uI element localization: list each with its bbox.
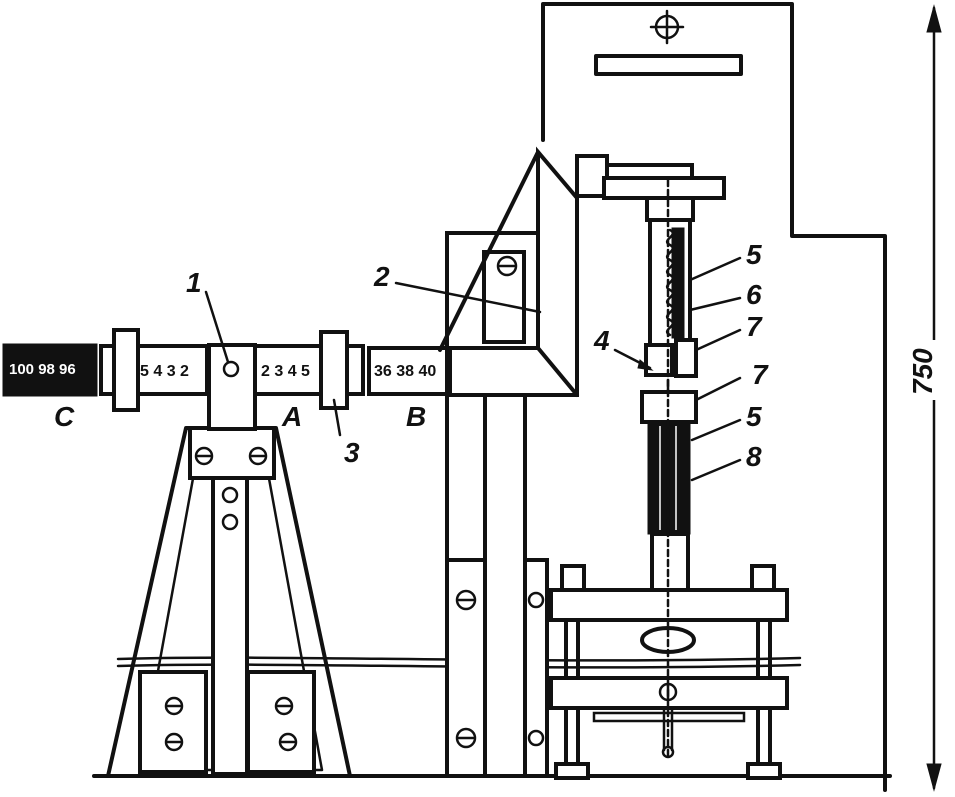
middle-column xyxy=(445,231,549,778)
scale-b xyxy=(367,346,461,396)
scale-label-b: B xyxy=(406,401,426,432)
scale-bar: 100 98 96 5 4 3 2 2 3 4 5 36 38 40 xyxy=(2,328,461,412)
callout-7-upper: 7 xyxy=(746,311,763,342)
scale-a-text: 2 3 4 5 xyxy=(261,363,310,380)
callout-2: 2 xyxy=(373,261,390,292)
left-stand xyxy=(106,343,352,778)
callout-8: 8 xyxy=(746,441,762,472)
scale-a xyxy=(253,344,323,396)
callout-7-lower: 7 xyxy=(752,359,769,390)
callout-5-lower: 5 xyxy=(746,401,762,432)
clamp-assembly xyxy=(549,178,789,780)
scale-letters: C A B xyxy=(54,401,426,432)
leader-lines xyxy=(204,256,742,482)
callout-4: 4 xyxy=(593,325,610,356)
callout-5-upper: 5 xyxy=(746,239,762,270)
scale-c xyxy=(2,343,98,397)
spring-column xyxy=(602,176,726,592)
dimension-line: 750 xyxy=(907,4,942,792)
dimension-label: 750 xyxy=(907,348,938,395)
scale-c-text: 100 98 96 xyxy=(9,361,76,378)
scale-label-a: A xyxy=(281,401,302,432)
scale-label-c: C xyxy=(54,401,75,432)
callout-6: 6 xyxy=(746,279,762,310)
callout-3: 3 xyxy=(344,437,360,468)
scale-b-text: 36 38 40 xyxy=(374,363,436,380)
scale-left-text: 5 4 3 2 xyxy=(140,363,189,380)
upper-housing xyxy=(541,2,887,792)
slider-3 xyxy=(319,330,349,410)
angle-bracket-2 xyxy=(438,146,694,397)
callouts: 1 2 3 4 5 6 7 7 5 8 xyxy=(186,239,769,472)
callout-1: 1 xyxy=(186,267,202,298)
